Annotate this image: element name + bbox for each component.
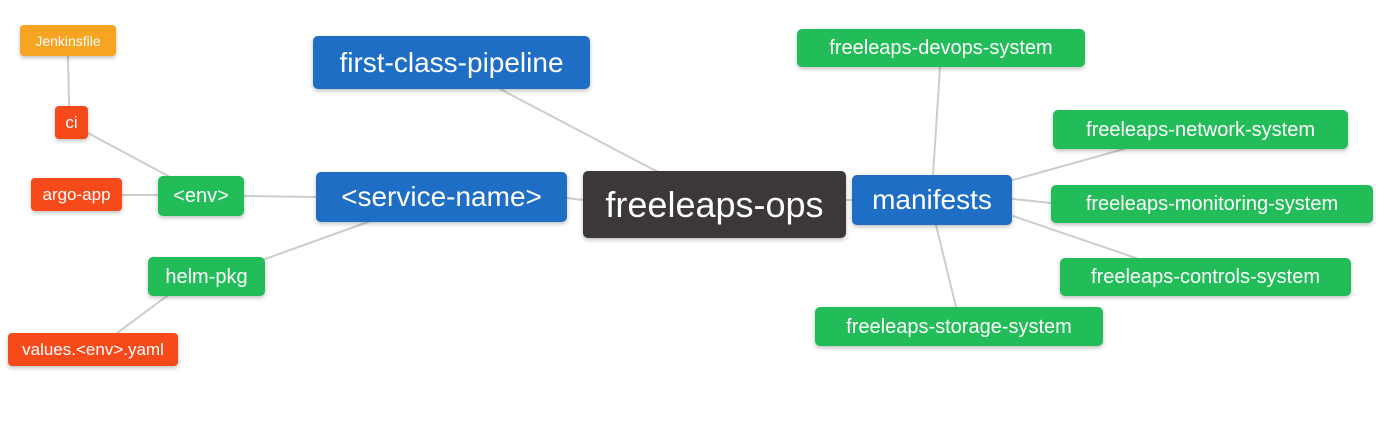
- node-freeleaps-ops[interactable]: freeleaps-ops: [583, 171, 846, 238]
- node-jenkinsfile[interactable]: Jenkinsfile: [20, 25, 116, 56]
- edge-manifests-to-freeleaps-monitoring-system: [1012, 198, 1052, 204]
- node-freeleaps-devops-system[interactable]: freeleaps-devops-system: [797, 29, 1085, 67]
- node-freeleaps-controls-system[interactable]: freeleaps-controls-system: [1060, 258, 1351, 296]
- node-env[interactable]: <env>: [158, 176, 244, 216]
- edge-manifests-to-freeleaps-storage-system: [935, 224, 957, 308]
- edge-manifests-to-freeleaps-devops-system: [932, 66, 941, 176]
- edge-env-to-service-name: [243, 195, 317, 198]
- edge-ci-to-env: [85, 131, 173, 179]
- node-service-name[interactable]: <service-name>: [316, 172, 567, 222]
- edge-jenkinsfile-to-ci: [67, 55, 70, 107]
- node-manifests[interactable]: manifests: [852, 175, 1012, 225]
- node-helm-pkg[interactable]: helm-pkg: [148, 257, 265, 296]
- node-ci[interactable]: ci: [55, 106, 88, 139]
- edge-manifests-to-freeleaps-network-system: [1012, 148, 1125, 181]
- node-freeleaps-monitoring-system[interactable]: freeleaps-monitoring-system: [1051, 185, 1373, 223]
- edge-helm-pkg-to-service-name: [264, 221, 369, 260]
- node-argo-app[interactable]: argo-app: [31, 178, 122, 211]
- edge-values-env-yaml-to-helm-pkg: [116, 295, 168, 334]
- edge-service-name-to-freeleaps-ops: [566, 197, 584, 201]
- edge-first-class-pipeline-to-freeleaps-ops: [499, 88, 659, 173]
- node-freeleaps-network-system[interactable]: freeleaps-network-system: [1053, 110, 1348, 149]
- node-values-env-yaml[interactable]: values.<env>.yaml: [8, 333, 178, 366]
- node-first-class-pipeline[interactable]: first-class-pipeline: [313, 36, 590, 89]
- node-freeleaps-storage-system[interactable]: freeleaps-storage-system: [815, 307, 1103, 346]
